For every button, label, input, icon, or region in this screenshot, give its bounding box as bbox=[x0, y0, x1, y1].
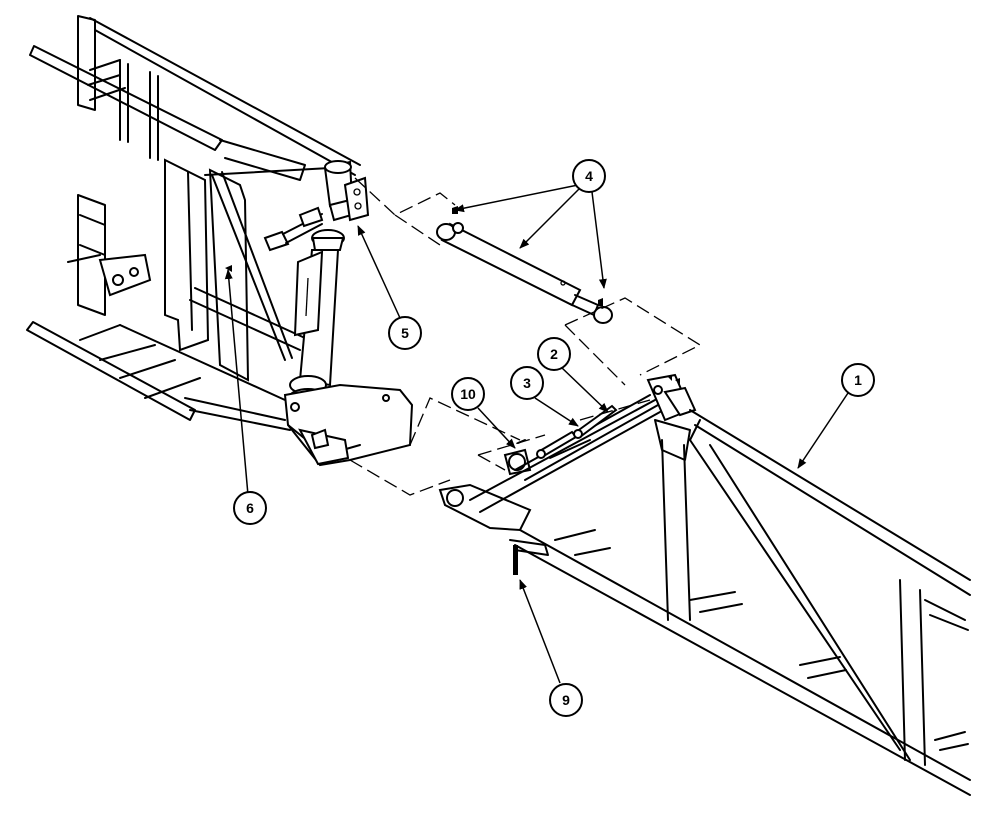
callout-3: 3 bbox=[510, 366, 544, 400]
callout-6: 6 bbox=[233, 491, 267, 525]
explode-lines bbox=[349, 177, 702, 496]
wing-boom bbox=[438, 373, 971, 796]
svg-text:2: 2 bbox=[550, 346, 558, 362]
svg-text:3: 3 bbox=[523, 375, 531, 391]
svg-text:9: 9 bbox=[562, 692, 570, 708]
callout-5: 5 bbox=[388, 316, 422, 350]
callout-10: 10 bbox=[451, 377, 485, 411]
svg-text:6: 6 bbox=[246, 500, 254, 516]
callout-2: 2 bbox=[537, 337, 571, 371]
callout-1: 1 bbox=[841, 363, 875, 397]
callout-4: 4 bbox=[572, 159, 606, 193]
svg-text:4: 4 bbox=[585, 168, 593, 184]
svg-text:1: 1 bbox=[854, 372, 862, 388]
hydraulic-cylinder bbox=[436, 206, 613, 324]
svg-text:10: 10 bbox=[460, 386, 476, 402]
leader-lines bbox=[224, 184, 849, 684]
svg-text:5: 5 bbox=[401, 325, 409, 341]
callout-9: 9 bbox=[549, 683, 583, 717]
pivot-post bbox=[225, 160, 414, 467]
